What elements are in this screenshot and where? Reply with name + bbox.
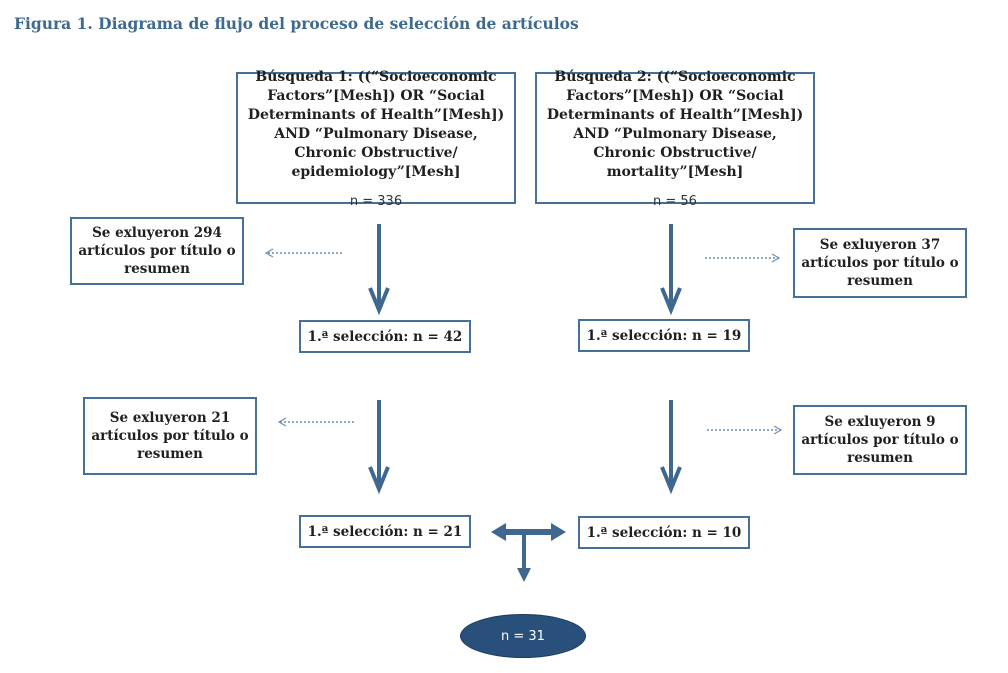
selection-left-1-box: 1.ª selección: n = 42 [299, 320, 471, 353]
search-2-count: n = 56 [653, 193, 697, 209]
excluded-right-2-box: Se exluyeron 9 artículos por título o re… [793, 405, 967, 475]
excluded-left-1-text: Se exluyeron 294 artículos por título o … [78, 225, 236, 277]
excluded-left-2-box: Se exluyeron 21 artículos por título o r… [83, 397, 257, 475]
search-2-box: Búsqueda 2: ((“Socioeconomic Factors”[Me… [535, 69, 815, 209]
down-arrow-right-1 [660, 224, 682, 316]
down-arrow-right-2 [660, 400, 682, 495]
search-1-count: n = 336 [349, 193, 403, 209]
excluded-left-1-box: Se exluyeron 294 artículos por título o … [70, 217, 244, 285]
merge-arrow [491, 523, 566, 582]
selection-right-2-text: 1.ª selección: n = 10 [586, 524, 742, 541]
down-arrow-left-1 [368, 224, 390, 316]
selection-left-2-text: 1.ª selección: n = 21 [307, 523, 463, 540]
excluded-left-2-text: Se exluyeron 21 artículos por título o r… [91, 410, 249, 462]
final-count-ellipse: n = 31 [460, 614, 586, 658]
excluded-right-1-box: Se exluyeron 37 artículos por título o r… [793, 228, 967, 298]
search-1-box: Búsqueda 1: ((“Socioeconomic Factors”[Me… [236, 69, 516, 209]
excluded-right-1-text: Se exluyeron 37 artículos por título o r… [801, 237, 959, 289]
selection-left-2-box: 1.ª selección: n = 21 [299, 515, 471, 548]
search-2-query: Búsqueda 2: ((“Socioeconomic Factors”[Me… [546, 68, 804, 180]
selection-right-1-box: 1.ª selección: n = 19 [578, 319, 750, 352]
selection-right-1-text: 1.ª selección: n = 19 [586, 327, 742, 344]
search-1-query: Búsqueda 1: ((“Socioeconomic Factors”[Me… [247, 68, 505, 180]
final-count-label: n = 31 [501, 628, 545, 644]
selection-right-2-box: 1.ª selección: n = 10 [578, 516, 750, 549]
down-arrow-left-2 [368, 400, 390, 495]
figure-title: Figura 1. Diagrama de flujo del proceso … [14, 14, 579, 33]
selection-left-1-text: 1.ª selección: n = 42 [307, 328, 463, 345]
excluded-right-2-text: Se exluyeron 9 artículos por título o re… [801, 414, 959, 466]
